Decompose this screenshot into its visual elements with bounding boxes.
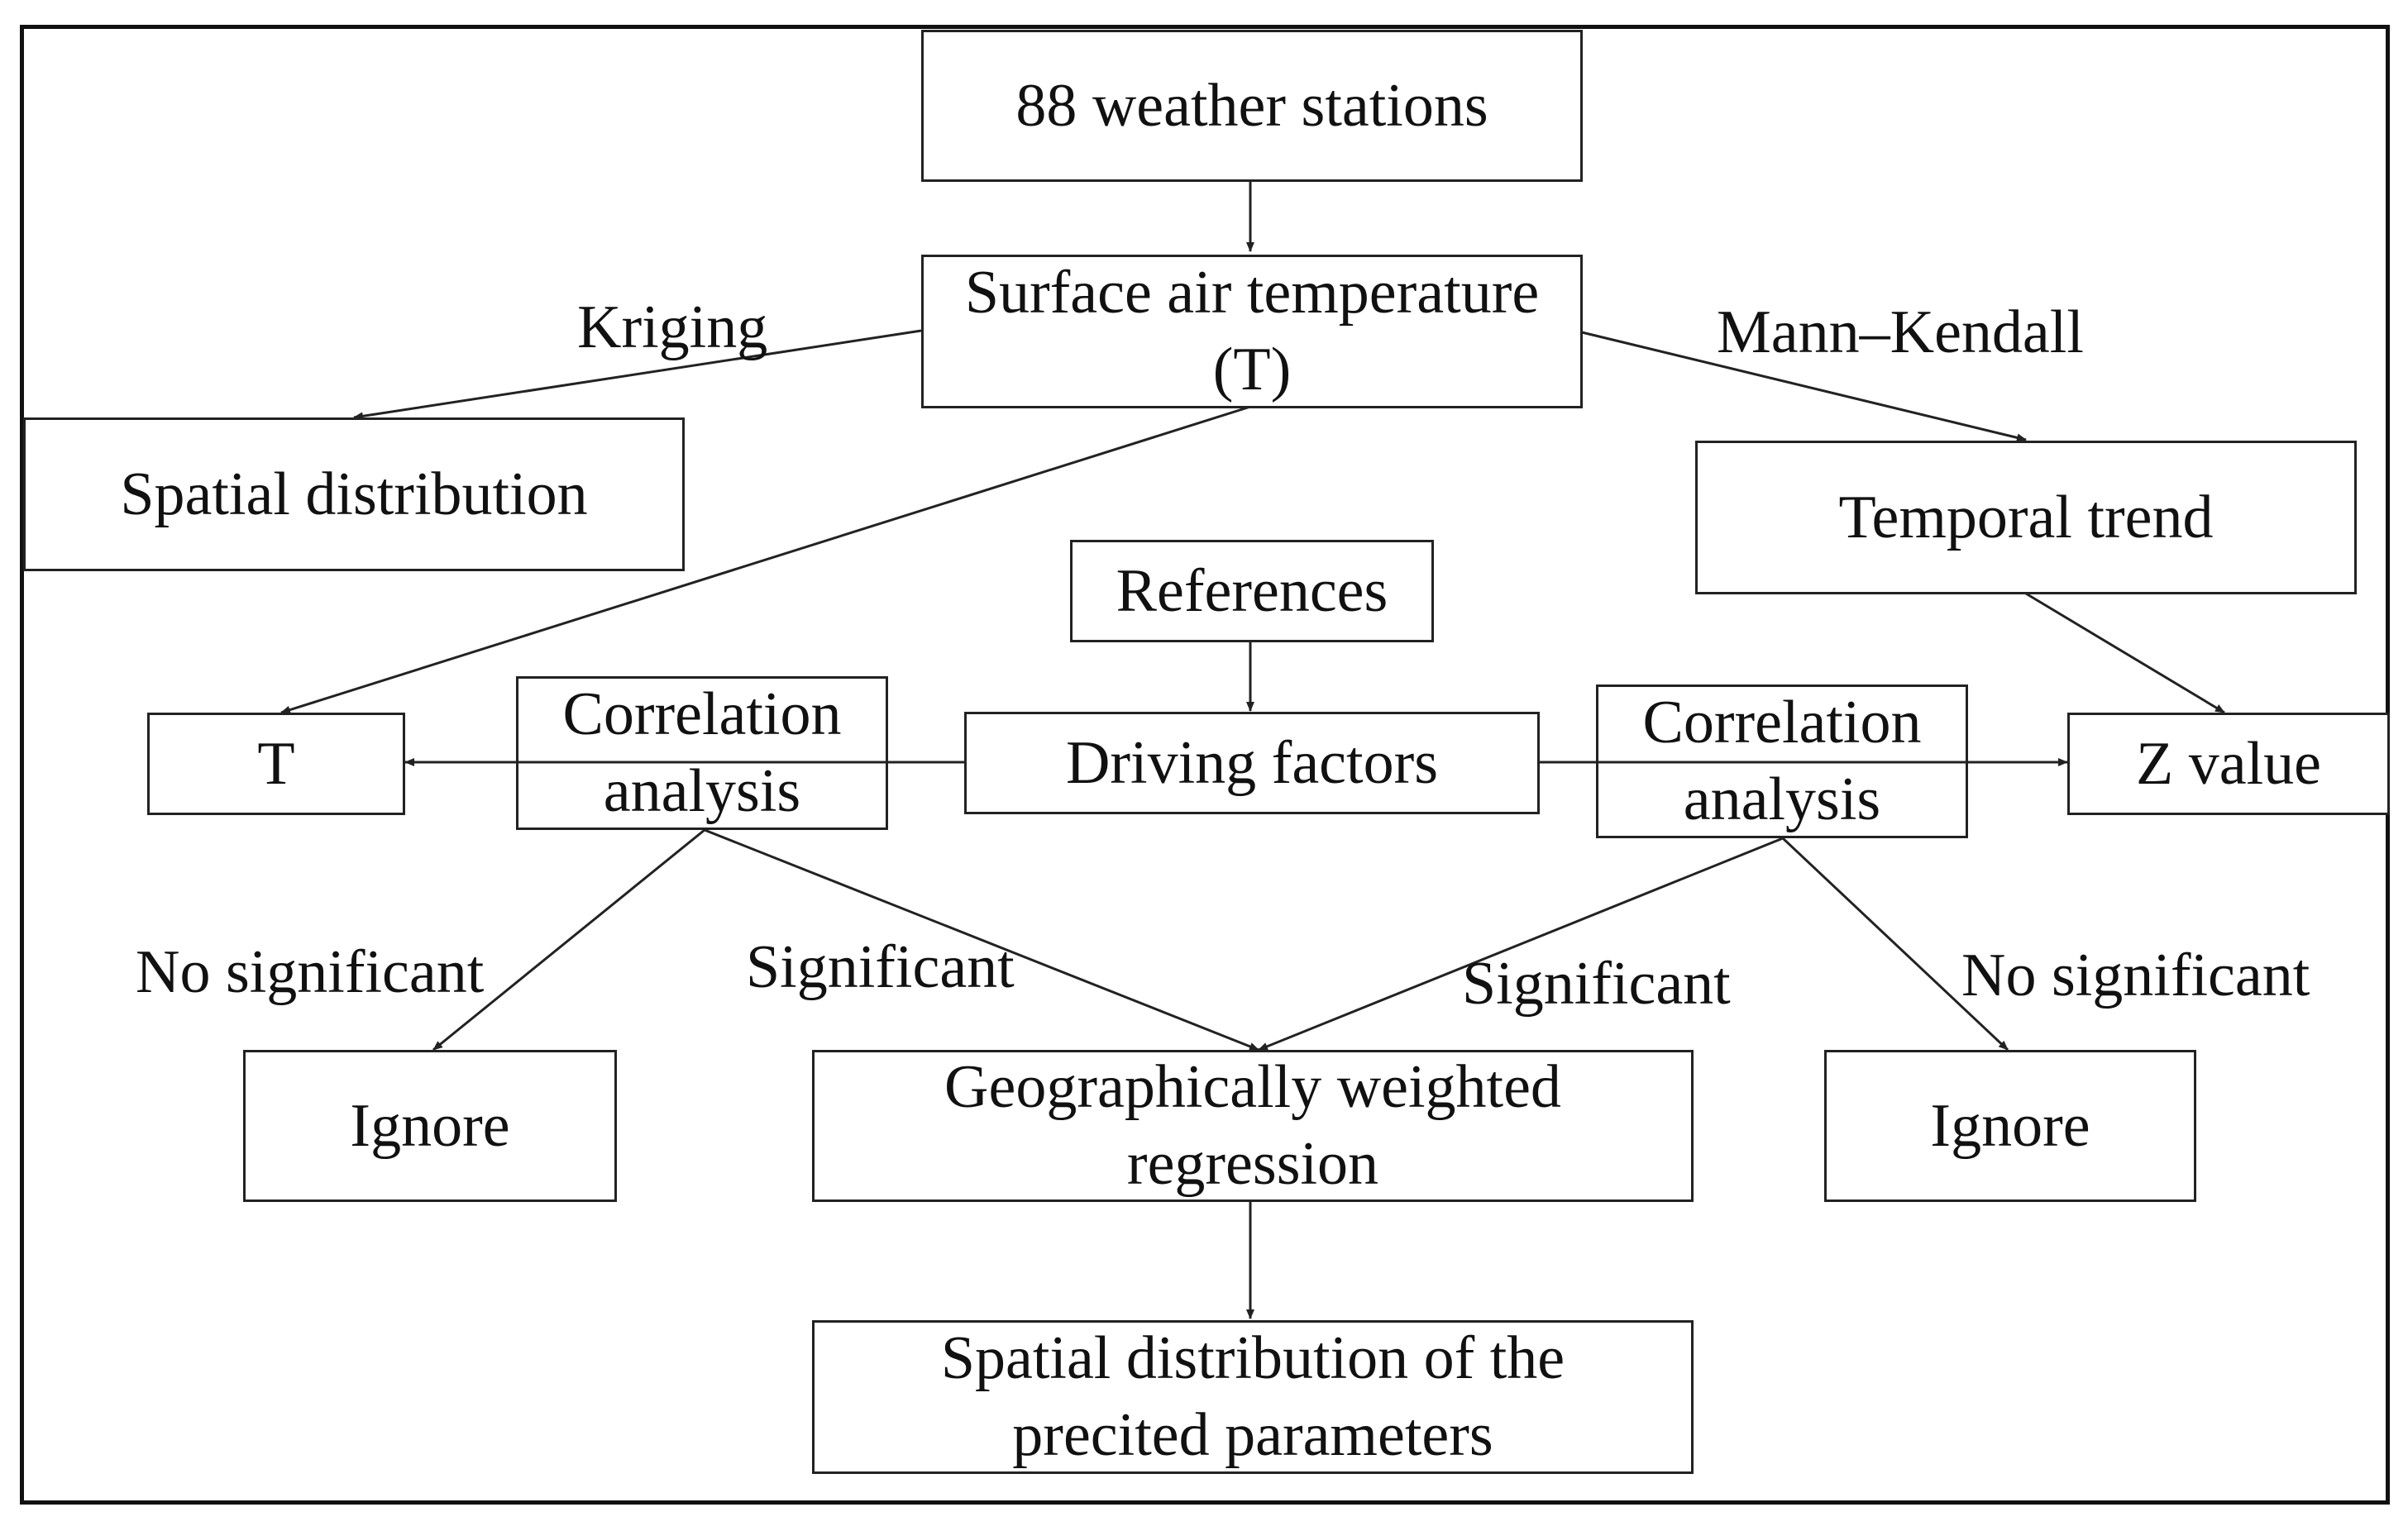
label-significant-left: Significant (746, 933, 1015, 1001)
node-correlation-analysis-right: Correlation analysis (1596, 684, 1968, 838)
node-t: T (147, 713, 405, 815)
node-references: References (1070, 540, 1434, 642)
node-spatial-distribution: Spatial distribution (23, 417, 685, 571)
node-z-value: Z value (2067, 713, 2390, 815)
label-no-significant-left: No significant (136, 938, 485, 1006)
node-ignore-left: Ignore (243, 1050, 617, 1202)
label-no-significant-right: No significant (1961, 942, 2310, 1009)
node-surface-air-temperature: Surface air temperature (T) (921, 255, 1583, 408)
label-kriging: Kriging (577, 293, 768, 361)
label-significant-right: Significant (1462, 950, 1731, 1018)
node-predicted-spatial-distribution: Spatial distribution of the precited par… (812, 1320, 1694, 1474)
node-ignore-right: Ignore (1824, 1050, 2196, 1202)
node-temporal-trend: Temporal trend (1695, 441, 2357, 594)
node-geographically-weighted-regression: Geographically weighted regression (812, 1050, 1694, 1202)
label-mann-kendall: Mann–Kendall (1717, 298, 2084, 366)
node-driving-factors: Driving factors (964, 712, 1540, 814)
node-weather-stations: 88 weather stations (921, 30, 1583, 182)
node-correlation-analysis-left: Correlation analysis (516, 676, 888, 830)
